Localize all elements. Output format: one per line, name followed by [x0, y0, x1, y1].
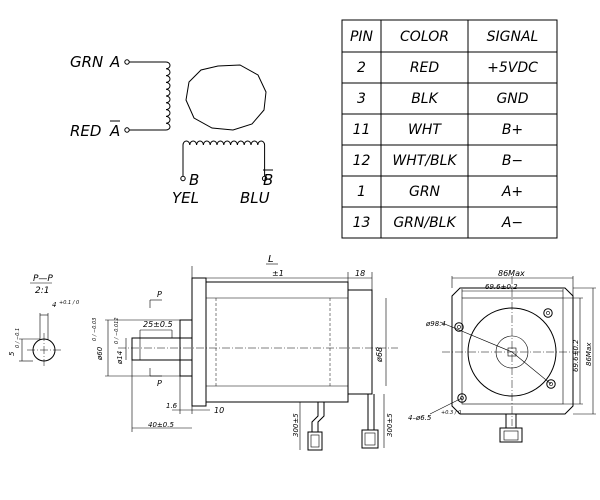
pilot-depth: 1.6 — [166, 402, 178, 410]
max-width: 86Max — [498, 269, 525, 278]
flat-tol: 0 / −0.1 — [15, 328, 21, 348]
mount-hole — [454, 322, 464, 332]
signal-name: GND — [496, 91, 528, 107]
terminal-b — [180, 175, 186, 182]
key-tol: +0.1 / 0 — [59, 300, 79, 306]
mount-holes-tol: +0.3 / 0 — [441, 410, 461, 416]
flange-outline — [451, 287, 574, 415]
front-connector — [499, 427, 523, 443]
pilot-tol: 0 / −0.03 — [92, 318, 98, 341]
coil-b — [182, 140, 266, 146]
shaft-key — [507, 347, 517, 357]
pilot-circle — [467, 307, 557, 397]
terminal-a — [124, 59, 130, 65]
flat-depth: 5 — [8, 351, 16, 356]
max-height: 86Max — [585, 342, 593, 366]
rotor-shape — [185, 64, 267, 131]
section-label: P—P — [33, 274, 53, 284]
blue-wire-label: BLU — [240, 189, 270, 207]
pin-number: 13 — [353, 215, 371, 231]
section-marker-bottom: P — [157, 379, 162, 388]
signal-name: B− — [502, 153, 523, 169]
pin-number: 2 — [357, 60, 366, 76]
mount-hole — [543, 308, 553, 318]
shaft-extension: 40±0.5 — [148, 421, 174, 429]
wire-color: WHT — [408, 122, 442, 138]
length-symbol: L — [268, 254, 274, 265]
terminal-b-bar — [261, 175, 268, 182]
shaft-tol: 0 / −0.012 — [114, 317, 120, 344]
wiring-schematic: GRN A RED A B YEL B BLU — [70, 53, 273, 207]
header-color: COLOR — [400, 29, 449, 45]
wire-color: GRN/BLK — [393, 215, 457, 231]
motor-body — [205, 281, 349, 403]
wire-color: RED — [410, 60, 440, 76]
terminal-a-bar — [124, 127, 130, 133]
shaft-diameter: ø14 — [116, 351, 124, 365]
pin-number: 11 — [353, 122, 371, 138]
section-marker-top: P — [157, 290, 162, 299]
mount-hole — [546, 379, 556, 389]
side-view: 25±0.5 ±1 18 L P P ø60 0 / — [92, 254, 398, 451]
rear-cap — [347, 289, 373, 395]
section-scale: 2:1 — [35, 286, 49, 296]
signal-name: A+ — [501, 184, 523, 200]
key-width: 4 — [52, 301, 56, 309]
shaft-length: 25±0.5 — [143, 320, 173, 329]
wire-color: WHT/BLK — [392, 153, 458, 169]
connector-1 — [307, 431, 323, 451]
lead-length-1: 300±5 — [292, 413, 300, 437]
section-view: P—P 2:1 4 +0.1 / 0 5 0 / −0.1 — [8, 274, 79, 366]
signal-name: +5VDC — [487, 60, 538, 76]
lead-cable-1 — [311, 402, 319, 432]
hole-spacing-side: 69.6±0.2 — [572, 339, 580, 372]
pin-number: 1 — [357, 184, 366, 200]
bolt-circle-diameter: ø98.4 — [425, 320, 446, 328]
connector-2 — [361, 429, 379, 449]
phase-a-label: A — [109, 53, 120, 71]
wire-color: BLK — [411, 91, 439, 107]
body-length: ±1 — [272, 269, 284, 278]
flange-offset: 10 — [214, 406, 224, 415]
phase-a-bar-label: A — [109, 122, 120, 140]
shaft-circle — [495, 335, 529, 369]
pin-table: PIN COLOR SIGNAL 2 RED +5VDC 3 BLK GND 11 WHT B+ 12 W… — [341, 19, 558, 239]
lead-length-2: 300±5 — [386, 413, 394, 437]
green-wire-label: GRN — [70, 53, 103, 71]
pin-number: 12 — [353, 153, 371, 169]
pilot-diameter: ø60 — [96, 346, 104, 361]
hole-spacing-top: 69.6±0.2 — [485, 283, 518, 291]
red-wire-label: RED — [70, 122, 101, 140]
front-view: ø98.4 86Max 69.6±0.2 69.6±0.2 86Max 4–ø6… — [408, 269, 596, 443]
flange-thickness: 18 — [355, 269, 365, 278]
pin-number: 3 — [357, 91, 366, 107]
signal-name: A− — [501, 215, 523, 231]
flange — [191, 277, 207, 407]
wire-color: GRN — [409, 184, 441, 200]
coil-a — [165, 61, 171, 131]
mount-holes: 4–ø6.5 — [408, 414, 432, 422]
phase-b-bar-label: B — [263, 171, 273, 189]
shaft — [131, 337, 193, 361]
header-signal: SIGNAL — [487, 29, 539, 45]
header-pin: PIN — [350, 29, 374, 45]
body-diameter: ø68 — [375, 347, 384, 363]
mount-hole — [457, 393, 467, 403]
yellow-wire-label: YEL — [172, 189, 199, 207]
phase-b-label: B — [189, 171, 199, 189]
signal-name: B+ — [502, 122, 523, 138]
